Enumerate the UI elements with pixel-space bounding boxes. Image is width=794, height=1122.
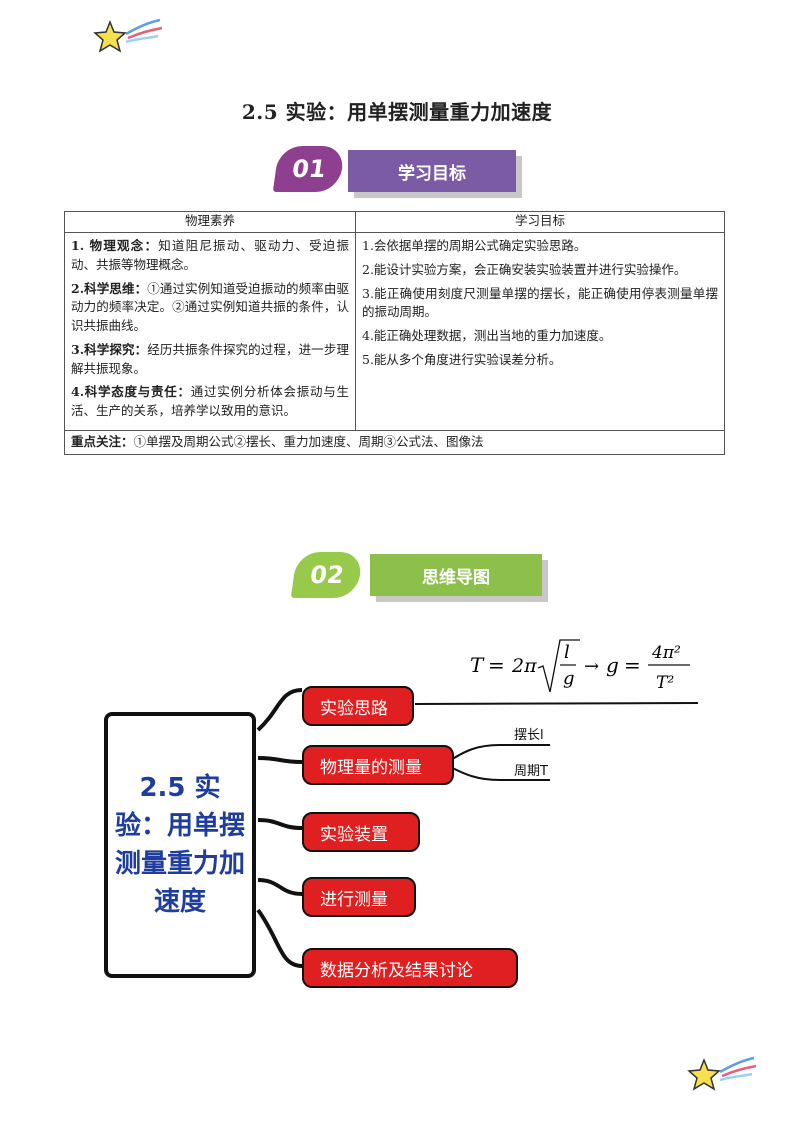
svg-text:g: g [606, 653, 619, 677]
svg-text:=: = [624, 653, 641, 677]
star-icon [687, 1056, 757, 1091]
section-number-badge: 02 [290, 552, 364, 598]
literacy-item: 1. 物理观念：知道阻尼振动、驱动力、受迫振动、共振等物理概念。 [71, 238, 349, 272]
goals-cell: 1.会依据单摆的周期公式确定实验思路。 2.能设计实验方案，会正确安装实验装置并… [355, 232, 725, 431]
mindmap-connectors [256, 688, 699, 968]
focus-label: 重点关注： [71, 433, 134, 449]
svg-text:g: g [563, 668, 575, 689]
goal-item: 2.能设计实验方案，会正确安装实验装置并进行实验操作。 [362, 261, 687, 277]
mindmap-branch: 物理量的测量 [302, 745, 454, 785]
svg-text:4π²: 4π² [651, 643, 681, 663]
goal-item: 3.能正确使用刻度尺测量单摆的摆长，能正确使用停表测量单摆的振动周期。 [362, 285, 718, 320]
svg-text:l: l [564, 642, 570, 663]
mindmap-leaf: 周期T [514, 764, 548, 779]
literacy-item: 3.科学探究：经历共振条件探究的过程，进一步理解共振现象。 [71, 341, 349, 376]
focus-row: 重点关注：①单摆及周期公式②摆长、重力加速度、周期③公式法、图像法 [64, 429, 725, 455]
literacy-item: 4.科学态度与责任：通过实例分析体会振动与生活、生产的关系，培养学以致用的意识。 [71, 384, 349, 418]
literacy-cell: 1. 物理观念：知道阻尼振动、驱动力、受迫振动、共振等物理概念。 2.科学思维：… [64, 232, 356, 431]
literacy-item: 2.科学思维：①通过实例知道受迫振动的频率由驱动力的频率决定。②通过实例知道共振… [71, 280, 349, 334]
svg-text:→: → [584, 656, 599, 677]
table-header-goals: 学习目标 [355, 211, 725, 233]
svg-text:=: = [488, 653, 505, 677]
star-icon [93, 18, 163, 53]
mindmap-branch: 实验装置 [302, 812, 420, 852]
period-formula: T = 2π l g → g = 4π² T² [470, 639, 690, 693]
mindmap-branch: 实验思路 [302, 686, 414, 726]
goal-item: 5.能从多个角度进行实验误差分析。 [362, 351, 562, 367]
svg-text:T: T [470, 653, 485, 677]
svg-text:2π: 2π [511, 655, 537, 677]
mindmap-main-node: 2.5 实验：用单摆测量重力加速度 [104, 712, 256, 978]
mindmap-leaf: 摆长l [514, 728, 544, 743]
table-header-literacy: 物理素养 [64, 211, 356, 233]
section-number-badge: 01 [272, 146, 346, 192]
mindmap-branch: 进行测量 [302, 877, 416, 917]
section-title: 思维导图 [370, 554, 542, 596]
goal-item: 4.能正确处理数据，测出当地的重力加速度。 [362, 328, 612, 343]
section-title: 学习目标 [348, 150, 516, 192]
svg-text:T²: T² [656, 673, 674, 693]
page-title: 2.5 实验：用单摆测量重力加速度 [241, 100, 553, 124]
mindmap-branch: 数据分析及结果讨论 [302, 948, 518, 988]
focus-text: ①单摆及周期公式②摆长、重力加速度、周期③公式法、图像法 [133, 433, 484, 449]
goal-item: 1.会依据单摆的周期公式确定实验思路。 [362, 238, 587, 253]
objectives-table: 物理素养 学习目标 1. 物理观念：知道阻尼振动、驱动力、受迫振动、共振等物理概… [64, 211, 725, 455]
